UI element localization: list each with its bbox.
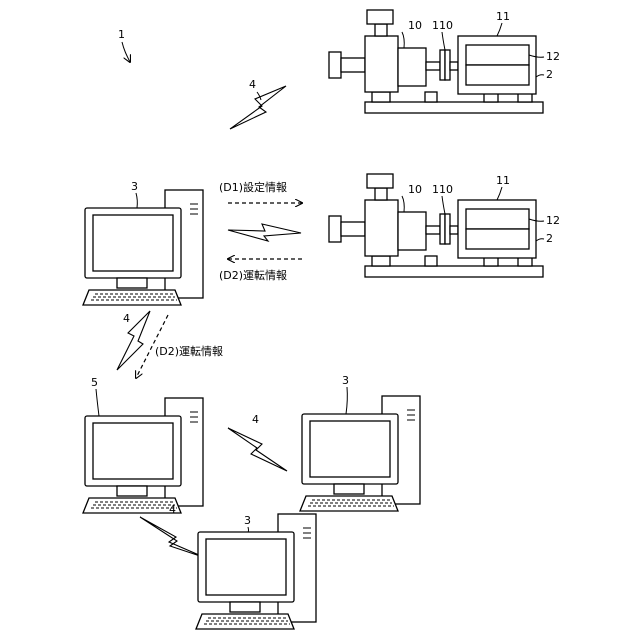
operation-info-flow: (D2)運転情報 [219, 259, 302, 282]
setting-terminal: 3 [83, 180, 203, 305]
pump-label: 10 [408, 183, 422, 196]
terminal-bottom: 3 [196, 514, 316, 629]
terminal-label: 3 [131, 180, 138, 193]
terminal-label: 3 [244, 514, 251, 527]
figure-number: 1 [118, 28, 125, 41]
inverter-label: 12 [546, 50, 560, 63]
wireless-link-middle [228, 224, 301, 241]
wireless-link-server-terminal: 4 [228, 413, 287, 471]
operation-info-server-flow: (D2)運転情報 [136, 315, 223, 378]
server-label: 5 [91, 376, 98, 389]
server: 5 [83, 376, 203, 513]
operation-info-server-label: (D2)運転情報 [155, 345, 223, 358]
figure-number-leader [122, 42, 130, 62]
coupling-label: 110 [432, 183, 453, 196]
operation-info-label: (D2)運転情報 [219, 269, 287, 282]
wireless-link-top: 4 [230, 78, 286, 129]
wireless-label: 4 [123, 312, 130, 325]
terminal-label: 3 [342, 374, 349, 387]
motor-label: 11 [496, 174, 510, 187]
inverter-label: 12 [546, 214, 560, 227]
pump-system-label: 2 [546, 232, 553, 245]
wireless-label: 4 [252, 413, 259, 426]
coupling-label: 110 [432, 19, 453, 32]
pump-unit-top: 10 110 11 12 2 [329, 10, 560, 113]
wireless-label: 4 [169, 503, 176, 516]
pump-system-label: 2 [546, 68, 553, 81]
motor-label: 11 [496, 10, 510, 23]
setting-info-label: (D1)設定情報 [219, 180, 287, 194]
terminal-right: 3 [300, 374, 420, 511]
pump-unit-middle: 10 110 11 12 2 [329, 174, 560, 277]
wireless-label: 4 [249, 78, 256, 91]
setting-info-flow: (D1)設定情報 [219, 180, 302, 203]
pump-label: 10 [408, 19, 422, 32]
